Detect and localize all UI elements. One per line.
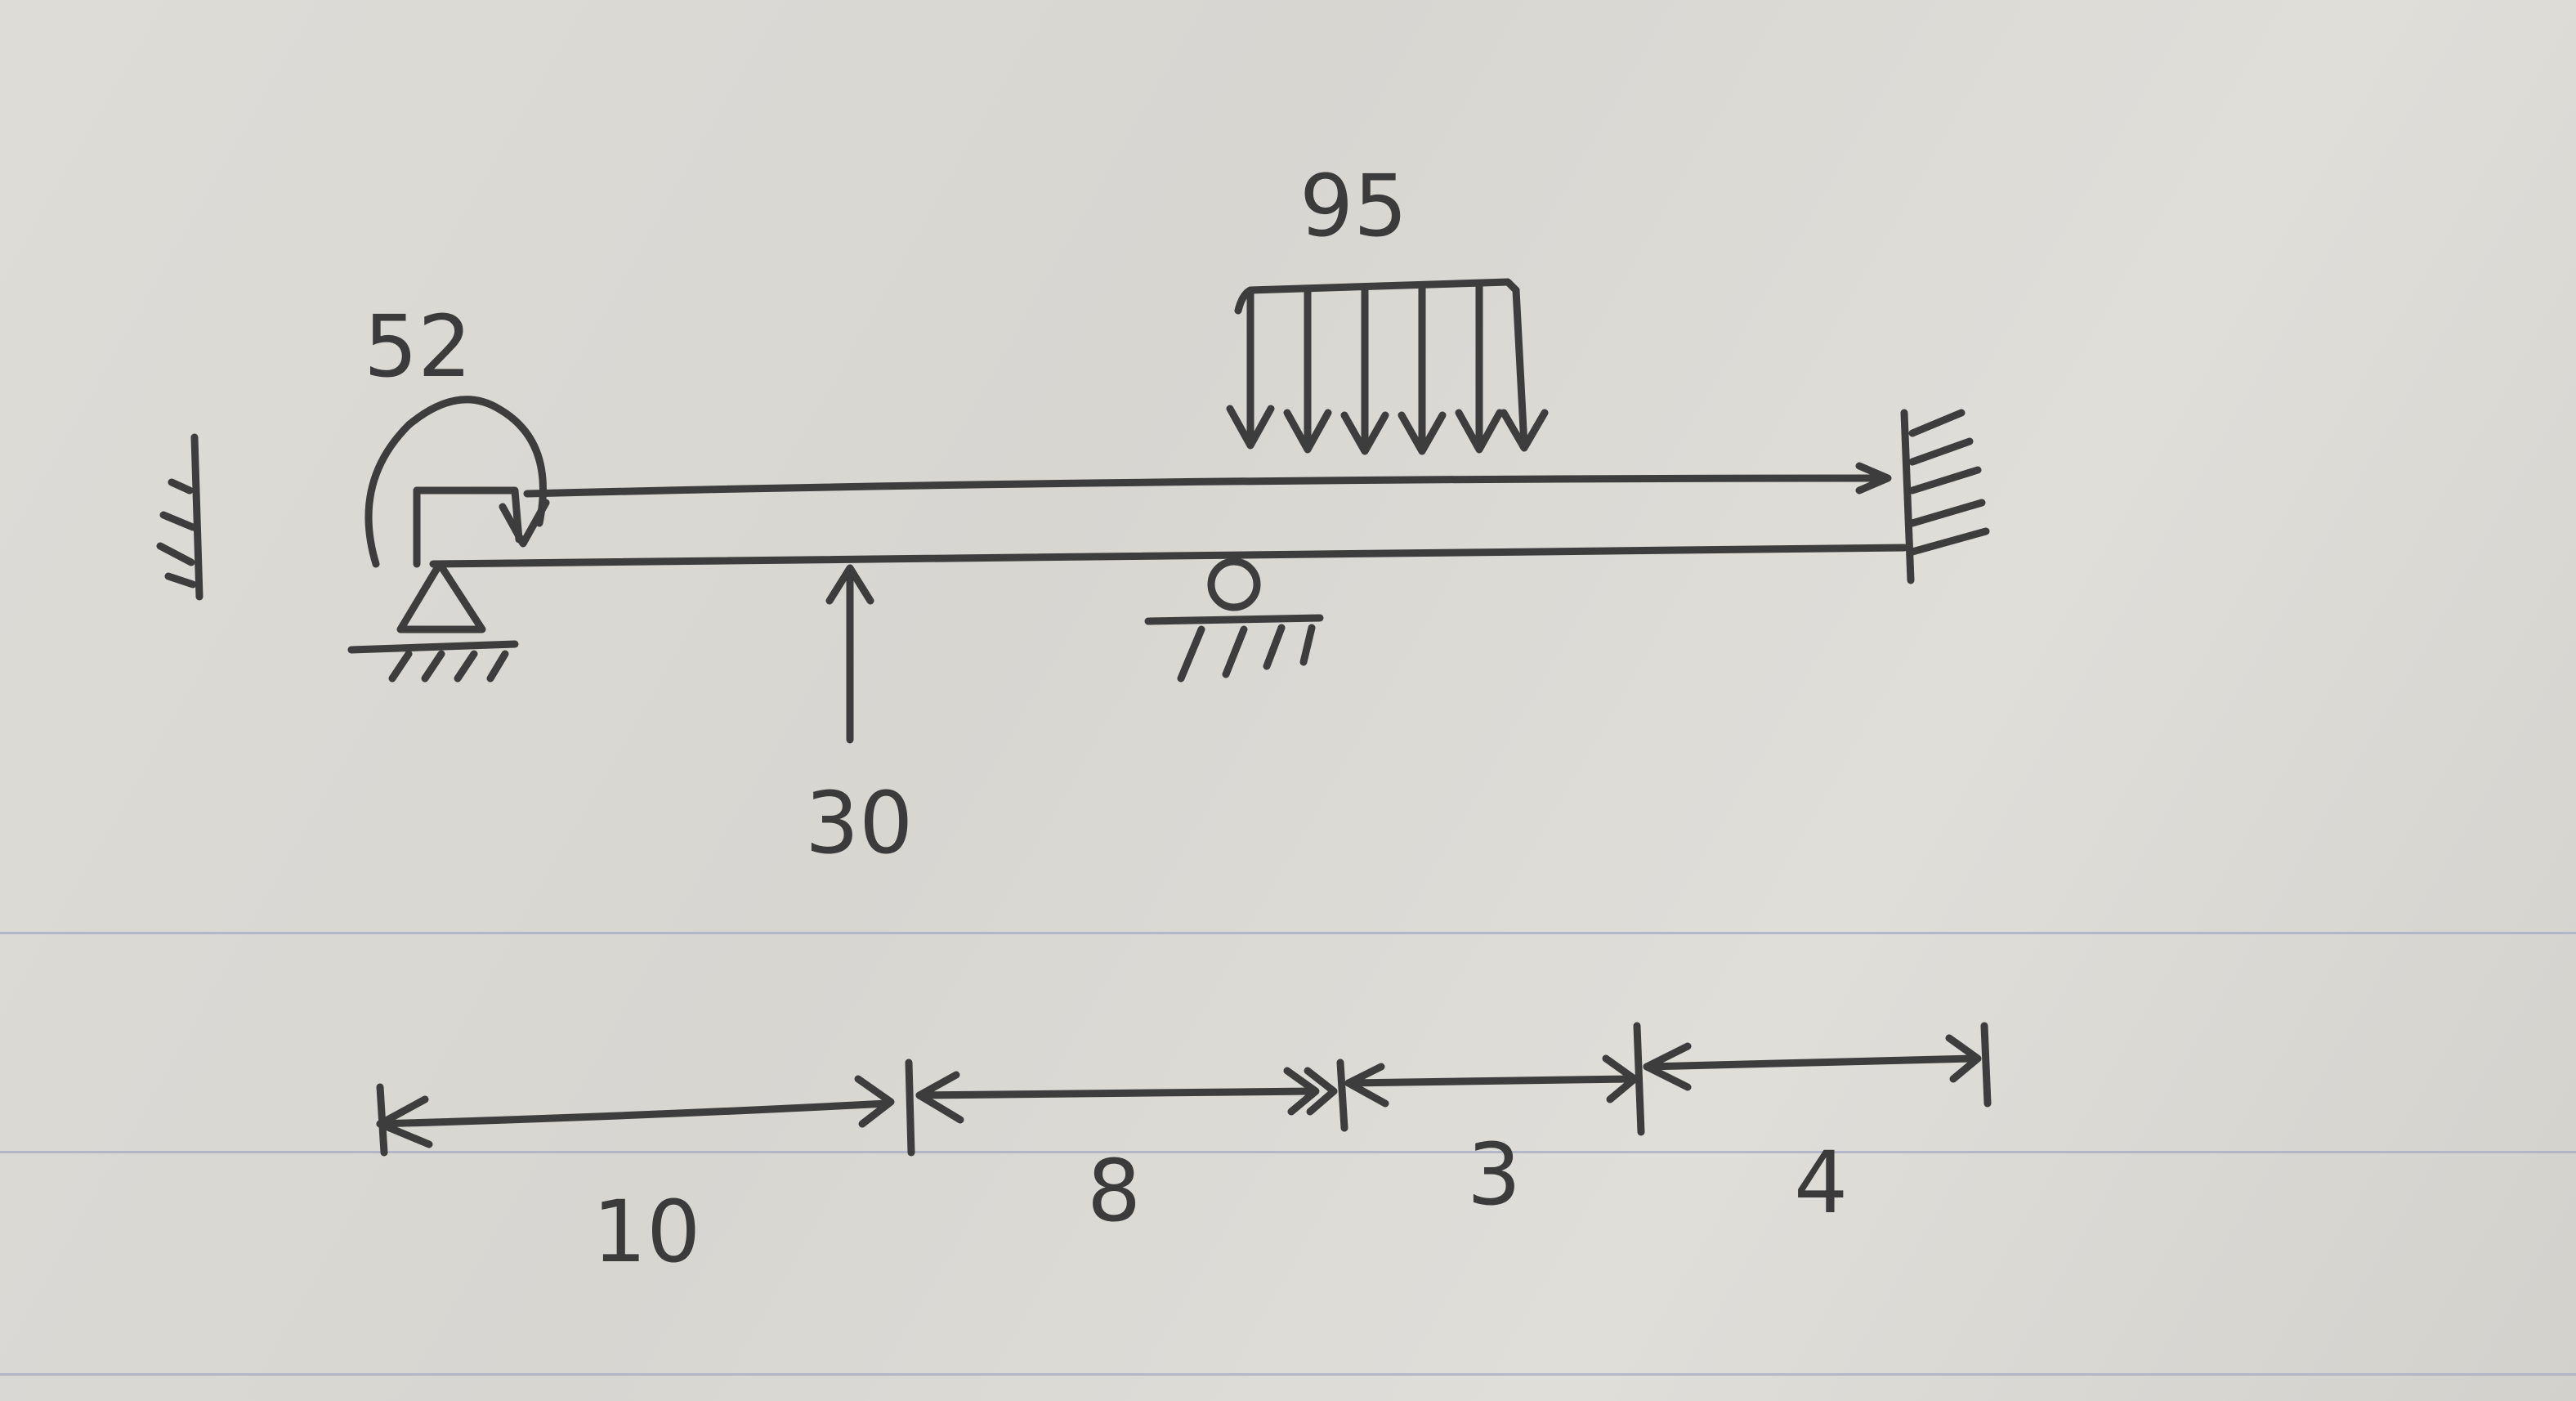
pin-support <box>347 560 519 683</box>
distributed-load-label: 95 <box>1299 156 1408 256</box>
dimension-label-2: 8 <box>1087 1141 1142 1241</box>
ruled-line-3 <box>0 1373 2576 1376</box>
point-load-label: 30 <box>805 773 914 873</box>
moment-label: 52 <box>364 297 472 396</box>
ruled-line-1 <box>0 932 2576 934</box>
dimension-label-3: 3 <box>1467 1125 1522 1224</box>
dimension-lines <box>376 1022 1992 1157</box>
ruled-line-2 <box>0 1151 2576 1153</box>
distributed-load <box>1226 278 1549 455</box>
margin-scribble <box>156 433 203 601</box>
roller-support <box>1144 557 1324 683</box>
moment-arrow <box>364 396 550 568</box>
point-load-arrow <box>825 564 874 744</box>
fixed-support <box>1900 409 1990 584</box>
dimension-label-4: 4 <box>1794 1133 1849 1233</box>
beam <box>429 462 1908 568</box>
dimension-label-1: 10 <box>593 1182 701 1282</box>
